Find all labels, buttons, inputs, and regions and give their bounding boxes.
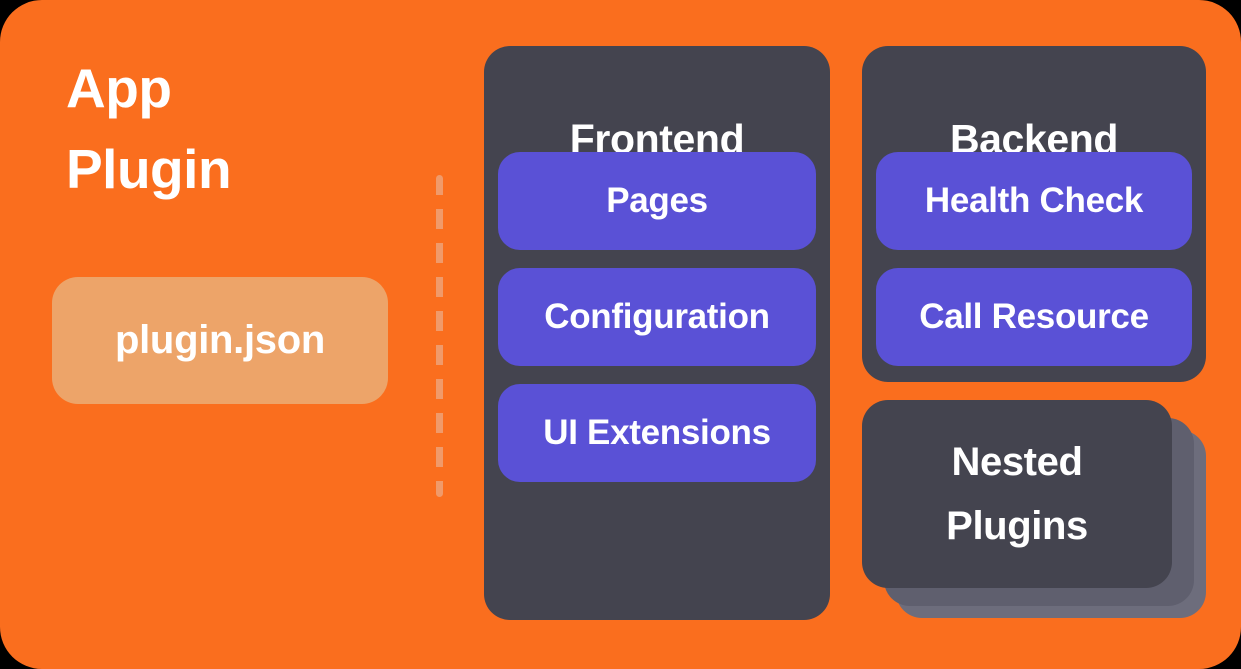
manifest-card-label: plugin.json bbox=[114, 318, 325, 362]
frontend-item-ui-extensions-label: UI Extensions bbox=[543, 413, 771, 452]
frontend-item-configuration-label: Configuration bbox=[544, 297, 770, 336]
page-title: App Plugin bbox=[66, 57, 232, 201]
backend-item-call-resource-label: Call Resource bbox=[919, 297, 1149, 336]
dashed-vertical-divider bbox=[436, 175, 443, 497]
nested-plugins-card[interactable]: Nested Plugins bbox=[862, 400, 1172, 588]
frontend-panel: Frontend Pages Configuration UI Extensio… bbox=[484, 46, 830, 620]
backend-panel: Backend Health Check Call Resource bbox=[862, 46, 1206, 382]
backend-item-health-check-label: Health Check bbox=[924, 181, 1144, 220]
left-column: App Plugin plugin.json bbox=[0, 0, 443, 669]
manifest-card[interactable]: plugin.json bbox=[52, 277, 388, 404]
nested-plugins-card-label: Nested Plugins bbox=[946, 440, 1088, 548]
frontend-item-ui-extensions[interactable]: UI Extensions bbox=[498, 384, 816, 482]
frontend-item-pages-label: Pages bbox=[606, 181, 708, 220]
frontend-item-configuration[interactable]: Configuration bbox=[498, 268, 816, 366]
nested-plugins-stack: Nested Plugins bbox=[862, 400, 1206, 618]
frontend-item-list: Pages Configuration UI Extensions bbox=[498, 152, 816, 482]
frontend-item-pages[interactable]: Pages bbox=[498, 152, 816, 250]
backend-item-list: Health Check Call Resource bbox=[876, 152, 1192, 366]
backend-item-call-resource[interactable]: Call Resource bbox=[876, 268, 1192, 366]
backend-item-health-check[interactable]: Health Check bbox=[876, 152, 1192, 250]
